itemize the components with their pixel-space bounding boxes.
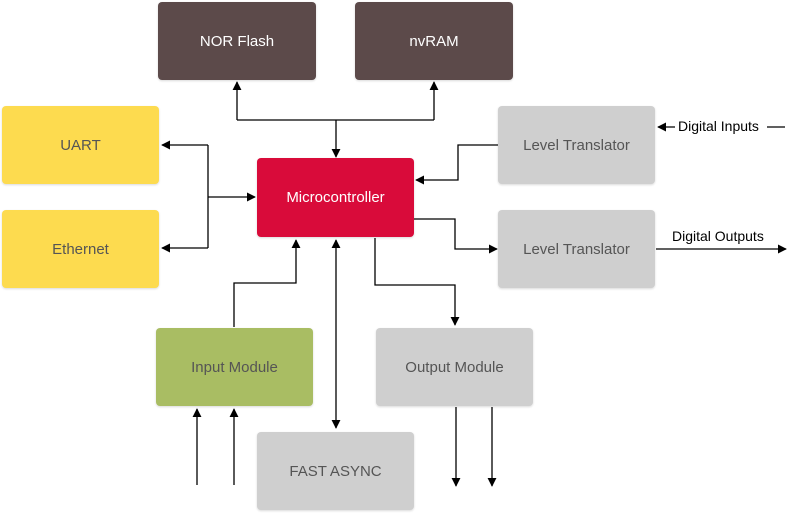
ethernet-label: Ethernet: [52, 240, 109, 258]
output-module-label: Output Module: [405, 358, 504, 376]
digital-inputs-label: Digital Inputs: [678, 118, 759, 134]
level-translator-out-block: Level Translator: [498, 210, 655, 288]
input-module-block: Input Module: [156, 328, 313, 406]
microcontroller-label: Microcontroller: [286, 189, 385, 206]
fast-async-block: FAST ASYNC: [257, 432, 414, 510]
uart-label: UART: [60, 136, 101, 154]
nor-flash-block: NOR Flash: [158, 2, 316, 80]
level-translator-out-label: Level Translator: [523, 240, 630, 258]
nor-flash-label: NOR Flash: [199, 32, 275, 50]
level-translator-in-to-mcu-connector: [415, 144, 498, 185]
nvram-block: nvRAM: [355, 2, 513, 80]
input-module-label: Input Module: [191, 358, 278, 376]
fast-async-label: FAST ASYNC: [289, 462, 382, 480]
nvram-label: nvRAM: [409, 32, 459, 50]
mcu-to-level-translator-out-connector: [414, 218, 498, 254]
level-translator-in-label: Level Translator: [523, 136, 630, 154]
output-module-block: Output Module: [376, 328, 533, 406]
mcu-to-output-module-connector: [374, 238, 460, 326]
uart-block: UART: [2, 106, 159, 184]
microcontroller-block: Microcontroller: [257, 158, 414, 237]
digital-outputs-label: Digital Outputs: [672, 228, 764, 244]
input-module-to-mcu-connector: [233, 239, 301, 327]
ethernet-block: Ethernet: [2, 210, 159, 288]
level-translator-in-block: Level Translator: [498, 106, 655, 184]
